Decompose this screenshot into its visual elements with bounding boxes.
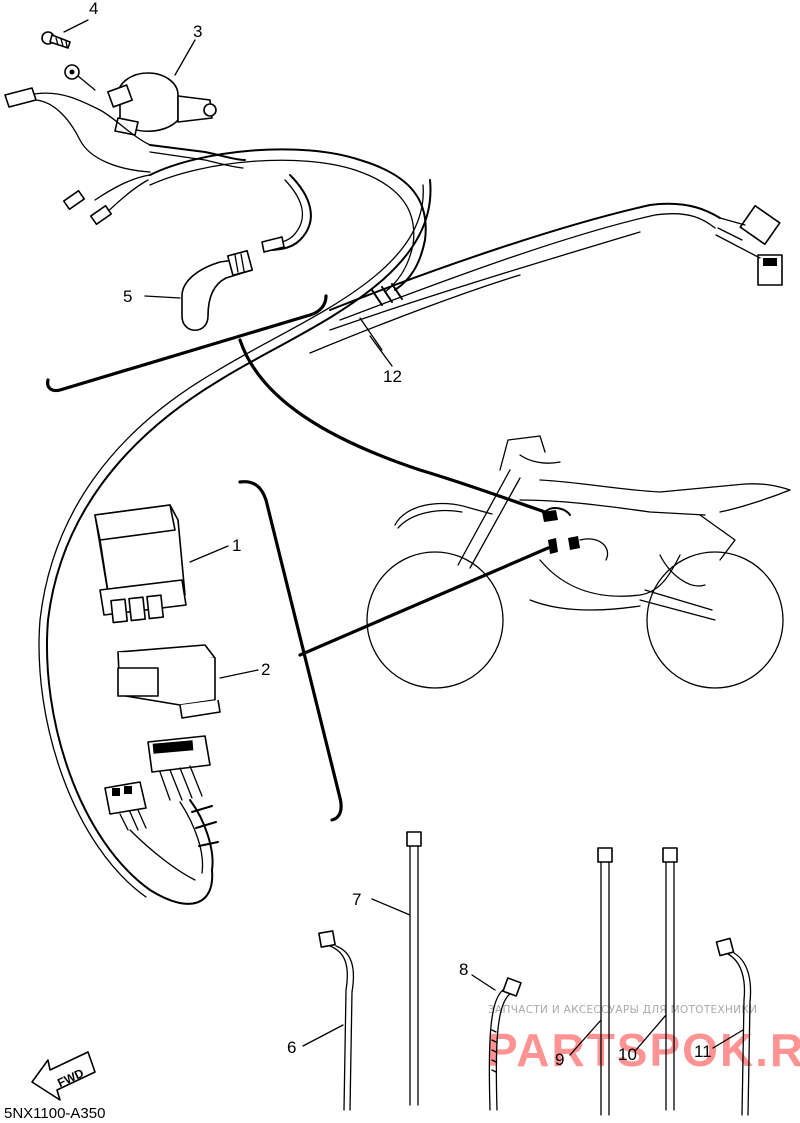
leader-harness-to-bike [238, 338, 547, 514]
watermark-brand: PARTSPOK.RU [487, 1024, 800, 1076]
callout-12: 12 [383, 367, 402, 386]
callout-7: 7 [352, 890, 361, 909]
callout-6: 6 [287, 1038, 296, 1057]
callout-8: 8 [459, 960, 468, 979]
ignition-coil-assembly [4, 31, 312, 332]
callout-numbers: 1 2 3 4 5 6 7 8 9 10 11 12 [89, 0, 712, 1069]
callout-2: 2 [261, 660, 270, 679]
cdi-unit-assembly [94, 504, 221, 881]
fwd-arrow-icon: FWD [31, 1051, 96, 1101]
motorcycle-outline [366, 435, 791, 689]
callout-3: 3 [193, 22, 202, 41]
leader-cdi-to-bike [298, 546, 550, 657]
callout-5: 5 [123, 287, 132, 306]
callout-1: 1 [232, 536, 241, 555]
callout-11: 11 [694, 1042, 712, 1061]
callout-leaders [63, 19, 744, 1056]
callout-9: 9 [555, 1050, 564, 1069]
watermark-tagline: ЗАПЧАСТИ И АКСЕССУАРЫ ДЛЯ МОТОТЕХНИКИ [488, 1004, 757, 1016]
watermark: ЗАПЧАСТИ И АКСЕССУАРЫ ДЛЯ МОТОТЕХНИКИ PA… [487, 1004, 800, 1076]
callout-4: 4 [89, 0, 98, 18]
group-bracket-top [46, 294, 328, 393]
callout-10: 10 [618, 1045, 637, 1064]
cable-ties [318, 831, 752, 1116]
wire-harness [38, 148, 783, 905]
group-bracket-cdi [238, 480, 343, 822]
diagram-code: 5NX1100-A350 [4, 1105, 105, 1122]
